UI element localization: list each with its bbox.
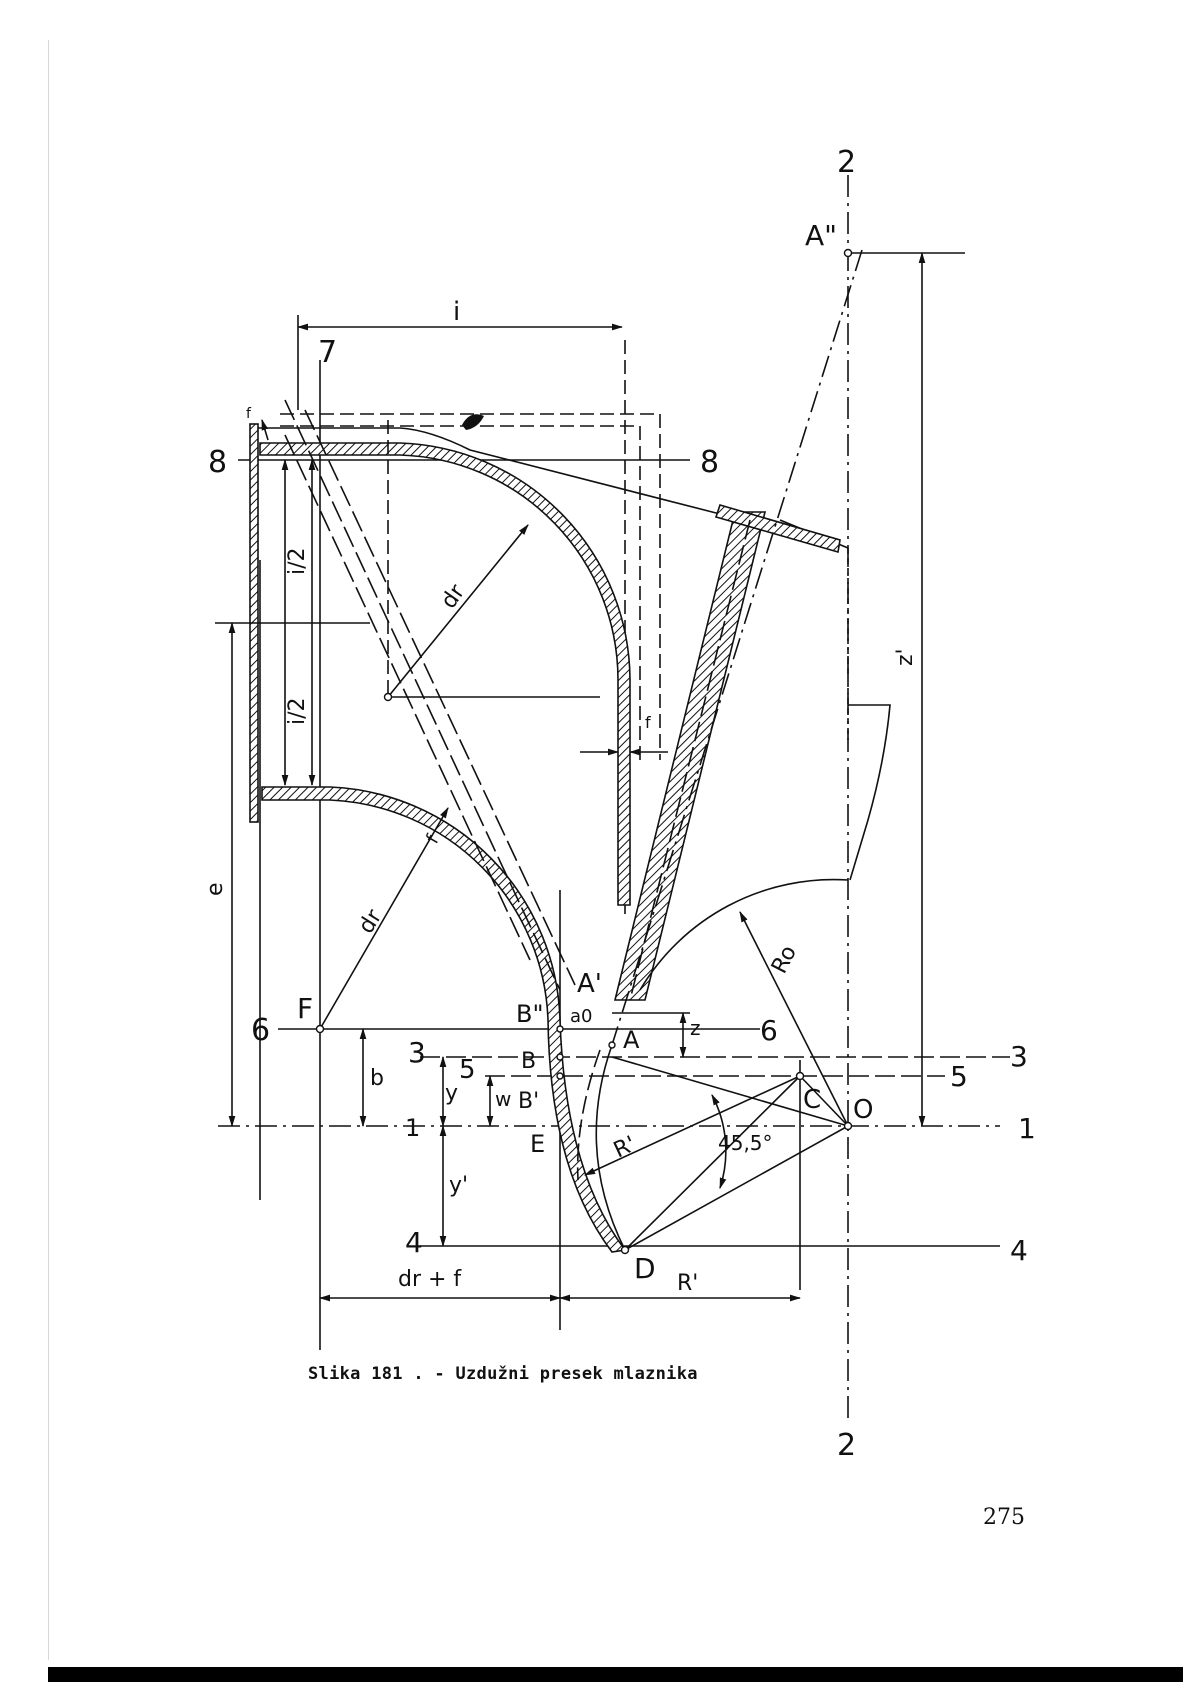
label-one-left: 1 (405, 1114, 420, 1142)
label-C: C (803, 1085, 821, 1115)
label-six-right: 6 (760, 1014, 778, 1047)
label-six-left: 6 (251, 1013, 270, 1048)
label-i-half-top: i/2 (285, 547, 310, 575)
label-eight-right: 8 (700, 445, 719, 480)
point-C (797, 1073, 804, 1080)
point-F (317, 1026, 324, 1033)
label-dr-bottom: dr (354, 905, 388, 939)
ink-blot (462, 414, 484, 430)
label-B-dprime: B" (516, 1000, 544, 1028)
label-eight-left: 8 (208, 445, 227, 480)
radius-Ro (740, 912, 848, 1126)
label-e: e (203, 882, 228, 896)
label-B-prime: B' (518, 1089, 539, 1114)
label-f-top: f (246, 406, 252, 422)
label-i: i (453, 297, 460, 327)
label-A: A (623, 1026, 640, 1054)
page-number: 275 (983, 1505, 1025, 1530)
label-one-right: 1 (1018, 1112, 1036, 1145)
label-four-left: 4 (405, 1226, 423, 1259)
point-A (609, 1042, 615, 1048)
label-three-right: 3 (1010, 1040, 1028, 1073)
label-angle: 45,5° (718, 1131, 773, 1155)
point-dr-center (385, 694, 392, 701)
label-a0: a0 (570, 1006, 592, 1027)
label-seven: 7 (318, 335, 337, 370)
nozzle-tube (615, 512, 765, 1000)
right-casing (848, 705, 890, 880)
point-B (557, 1054, 563, 1060)
label-i-half-bottom: i/2 (285, 697, 310, 725)
point-O (845, 1123, 852, 1130)
point-B-dprime (557, 1026, 563, 1032)
point-B-prime (557, 1073, 563, 1079)
label-z: z (690, 1016, 701, 1040)
point-A2 (845, 250, 852, 257)
bottom-rule (48, 1667, 1183, 1682)
label-axis-2-bottom: 2 (837, 1428, 856, 1463)
label-A-prime: A' (577, 969, 602, 999)
label-F: F (297, 992, 313, 1025)
label-axis-2-top: 2 (837, 145, 856, 180)
label-Ro: Ro (767, 942, 802, 978)
label-D: D (634, 1252, 656, 1285)
point-D (622, 1247, 629, 1254)
label-four-right: 4 (1010, 1234, 1028, 1267)
label-five-right: 5 (950, 1060, 968, 1093)
label-E: E (530, 1130, 545, 1158)
label-three-left: 3 (408, 1036, 426, 1069)
label-y: y (445, 1081, 458, 1106)
label-R-prime-bottom: R' (677, 1271, 698, 1296)
label-b: b (370, 1066, 384, 1091)
label-z-prime: z' (893, 648, 918, 666)
label-w: w (495, 1087, 511, 1111)
label-A2: A" (805, 219, 837, 252)
label-y-prime: y' (449, 1173, 468, 1198)
label-R-prime-mid: R' (610, 1132, 640, 1164)
label-O: O (853, 1095, 873, 1125)
figure-caption: Slika 181 . - Uzdužni presek mlaznika (308, 1364, 698, 1384)
label-dr-plus-f: dr + f (398, 1267, 462, 1292)
label-dr-top: dr (436, 579, 470, 613)
label-five-left: 5 (459, 1055, 476, 1085)
label-B: B (521, 1049, 536, 1074)
line-A2-A (612, 250, 862, 1045)
label-f-wall: f (645, 713, 651, 732)
